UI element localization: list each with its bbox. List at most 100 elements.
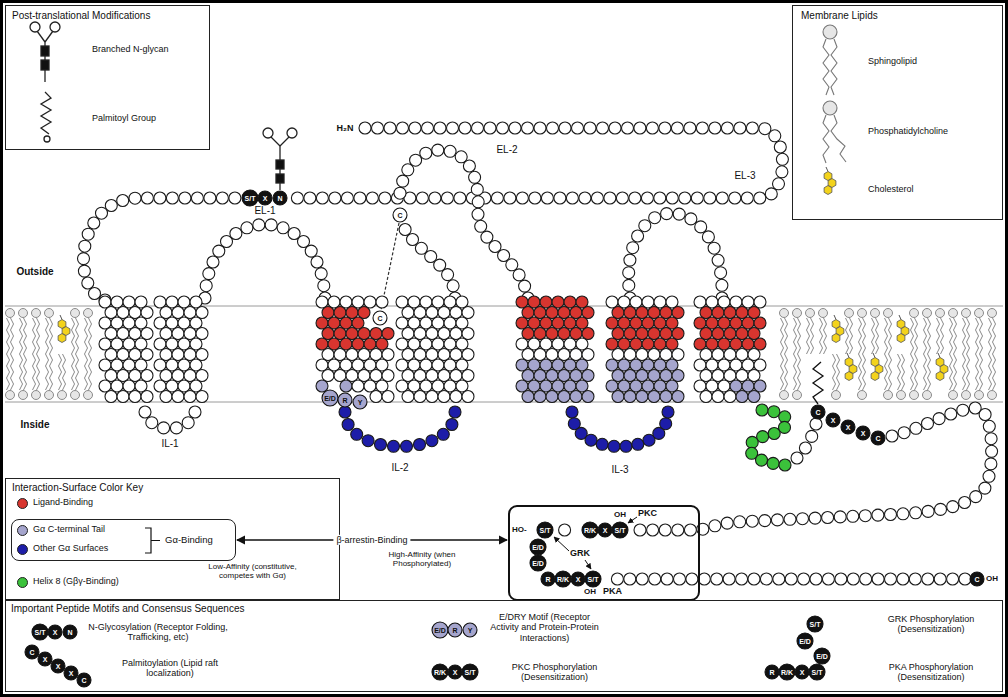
residue-bead bbox=[746, 122, 758, 134]
residue-bead bbox=[89, 288, 101, 300]
residue-bead bbox=[184, 370, 196, 382]
glycan-sugar bbox=[50, 22, 60, 32]
bead-letter: Y bbox=[468, 627, 473, 634]
residue-bead bbox=[620, 440, 632, 452]
residue-bead bbox=[570, 391, 582, 403]
residue-bead bbox=[117, 195, 129, 207]
residue-bead bbox=[450, 370, 462, 382]
residue-bead bbox=[420, 147, 432, 159]
residue-bead bbox=[105, 349, 117, 361]
residue-bead bbox=[446, 419, 458, 431]
residue-bead bbox=[99, 296, 111, 308]
residue-bead bbox=[358, 370, 370, 382]
residue-bead bbox=[612, 349, 624, 361]
kinase-label: GRK bbox=[570, 548, 590, 558]
residue-bead bbox=[672, 391, 684, 403]
residue-bead bbox=[540, 338, 552, 350]
lipid-head bbox=[884, 391, 893, 400]
residue-bead bbox=[135, 296, 147, 308]
lipid-tail bbox=[824, 318, 827, 354]
residue-bead bbox=[105, 200, 117, 212]
residue-bead bbox=[566, 192, 578, 204]
residue-bead bbox=[437, 428, 449, 440]
residue-bead bbox=[444, 380, 456, 392]
lipid-tail bbox=[59, 354, 62, 390]
residue-bead bbox=[660, 418, 672, 430]
residue-bead bbox=[659, 122, 671, 134]
lipid-tail bbox=[928, 354, 931, 390]
residue-bead bbox=[712, 349, 724, 361]
residue-bead bbox=[983, 420, 995, 432]
cholesterol-ring bbox=[897, 334, 905, 343]
motif-bead bbox=[856, 426, 870, 440]
motif-bead bbox=[393, 208, 407, 222]
residue-bead bbox=[558, 391, 570, 403]
residue-bead bbox=[636, 391, 648, 403]
motif-bead bbox=[814, 648, 830, 664]
lipid-head bbox=[819, 309, 828, 318]
residue-bead bbox=[983, 470, 995, 482]
lipid-tail bbox=[859, 318, 862, 354]
label: OH bbox=[584, 587, 596, 596]
residue-bead bbox=[576, 317, 588, 329]
residue-bead bbox=[661, 208, 673, 220]
residue-bead bbox=[426, 435, 438, 447]
residue-bead bbox=[534, 391, 546, 403]
residue-bead bbox=[450, 349, 462, 361]
residue-bead bbox=[572, 122, 584, 134]
lipid-tail bbox=[863, 318, 866, 354]
legend-text: Palmitoylation (Lipid raft localization) bbox=[105, 658, 235, 679]
motif-bead bbox=[38, 652, 52, 666]
residue-bead bbox=[408, 359, 420, 371]
bead-letter: C bbox=[29, 649, 34, 656]
residue-bead bbox=[160, 370, 172, 382]
residue-bead bbox=[123, 359, 135, 371]
residue-bead bbox=[408, 380, 420, 392]
residue-bead bbox=[340, 338, 352, 350]
glycan-bond bbox=[280, 137, 289, 146]
residue-bead bbox=[957, 404, 969, 416]
residue-bead bbox=[706, 296, 718, 308]
residue-bead bbox=[528, 338, 540, 350]
residue-bead bbox=[642, 380, 654, 392]
residue-bead bbox=[654, 359, 666, 371]
residue-bead bbox=[659, 524, 671, 536]
residue-bead bbox=[117, 370, 129, 382]
residue-bead bbox=[415, 242, 427, 254]
residue-bead bbox=[364, 359, 376, 371]
lipid-head bbox=[923, 309, 932, 318]
lipid-tail bbox=[898, 354, 901, 390]
residue-bead bbox=[736, 573, 748, 585]
residue-bead bbox=[334, 328, 346, 340]
cholesterol-tail bbox=[834, 315, 836, 320]
residue-bead bbox=[570, 349, 582, 361]
lipid-tail bbox=[794, 318, 797, 354]
legend-text: Palmitoyl Group bbox=[92, 113, 156, 123]
residue-bead bbox=[623, 279, 635, 291]
residue-bead bbox=[462, 307, 474, 319]
residue-bead bbox=[172, 349, 184, 361]
residue-bead bbox=[414, 328, 426, 340]
label: Outside bbox=[16, 266, 53, 278]
residue-bead bbox=[402, 349, 414, 361]
palmitoyl-icon bbox=[41, 92, 51, 142]
residue-bead bbox=[402, 328, 414, 340]
residue-bead bbox=[509, 122, 521, 134]
residue-bead bbox=[322, 307, 334, 319]
residue-bead bbox=[718, 359, 730, 371]
glycan-sugar bbox=[41, 60, 49, 70]
glycan-icon bbox=[30, 22, 60, 82]
legend-text: Helix 8 (Gβγ-Binding) bbox=[33, 576, 119, 586]
motif-bead bbox=[555, 571, 571, 587]
residue-bead bbox=[534, 122, 546, 134]
residue-bead bbox=[111, 338, 123, 350]
residue-bead bbox=[444, 296, 456, 308]
lipid-tail bbox=[846, 318, 849, 354]
residue-bead bbox=[558, 349, 570, 361]
residue-bead bbox=[129, 370, 141, 382]
residue-bead bbox=[462, 349, 474, 361]
kinase-arrow bbox=[585, 560, 591, 569]
residue-bead bbox=[352, 359, 364, 371]
residue-bead bbox=[910, 507, 922, 519]
lipid-head bbox=[897, 391, 906, 400]
